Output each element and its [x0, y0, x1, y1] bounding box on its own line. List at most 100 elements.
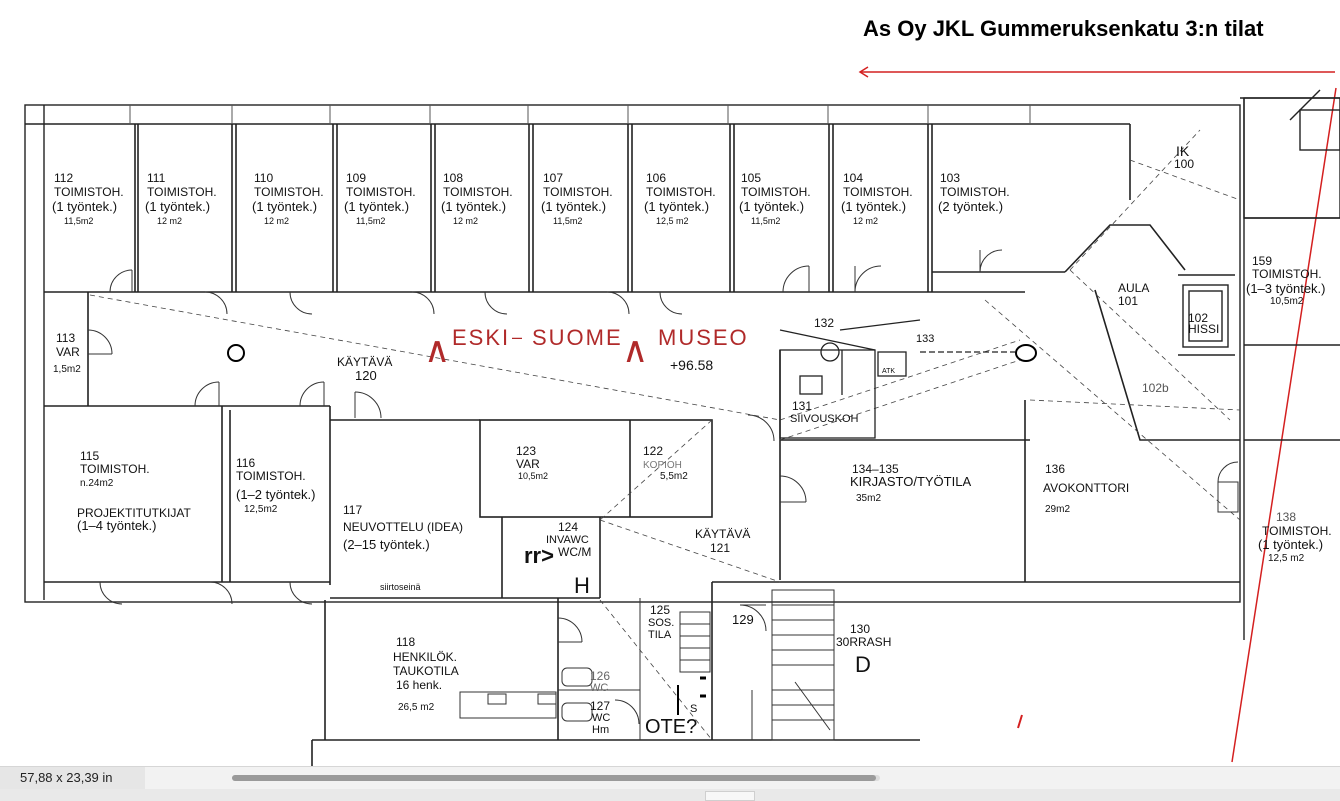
room-127-name2: Hm [592, 724, 609, 736]
room-116-detail: (1–2 työntek.) [236, 487, 316, 502]
corridor-121-num: 121 [710, 541, 730, 555]
room-132-id: 132 [814, 316, 834, 330]
room-124-sub: WC/M [558, 545, 591, 559]
room-127-name: WC [592, 712, 610, 724]
room-103-detail: (2 työntek.) [938, 199, 1003, 214]
room-133-id: 133 [916, 333, 934, 345]
room-122-name: KOPIOH [643, 460, 682, 471]
room-118-name: HENKILÖK. [393, 650, 457, 664]
status-bar: 57,88 x 23,39 in [0, 766, 1340, 801]
hand-marks [227, 344, 1037, 729]
room-122-id: 122 [643, 444, 663, 458]
elevation-label: +96.58 [670, 357, 713, 373]
room-136-id: 136 [1045, 462, 1065, 476]
room-136-area: 29m2 [1045, 504, 1070, 515]
staircase [679, 589, 835, 741]
room-112-area: 11,5m2 [64, 216, 93, 226]
room-104-id: 104 [843, 171, 863, 185]
room-125-name: SOS. [648, 617, 674, 629]
ik-label: IK [1176, 143, 1190, 159]
room-138-area: 12,5 m2 [1268, 553, 1305, 564]
room-110-id: 110 [254, 171, 273, 185]
room-103-name: TOIMISTOH. [940, 185, 1010, 199]
room-108-detail: (1 työntek.) [441, 199, 506, 214]
room-112-detail: (1 työntek.) [52, 199, 117, 214]
room-124-letter: H [574, 573, 590, 598]
aula-num: 101 [1118, 294, 1138, 308]
elevator-shaft [1178, 89, 1340, 441]
bottom-toolbar-strip [0, 789, 1340, 801]
room-106-detail: (1 työntek.) [644, 199, 709, 214]
room-125-id: 125 [650, 603, 670, 617]
room-108-name: TOIMISTOH. [443, 185, 513, 199]
room-107-id: 107 [543, 171, 563, 185]
room-138-id: 138 [1276, 510, 1296, 524]
outer-walls [24, 97, 1340, 640]
room-136-name: AVOKONTTORI [1043, 481, 1129, 495]
room-111-id: 111 [147, 171, 166, 185]
room-117-note: siirtoseinä [380, 582, 421, 592]
room-106-name: TOIMISTOH. [646, 185, 716, 199]
room-118-area: 26,5 m2 [398, 702, 435, 713]
room-124-name: INVAWC [546, 534, 589, 546]
room-117-name: NEUVOTTELU (IDEA) [343, 520, 463, 534]
room-116-area: 12,5m2 [244, 504, 278, 515]
museum-text-2: SUOME [532, 325, 623, 350]
room-134-id: 134–135 [852, 462, 899, 476]
room-117-detail: (2–15 työntek.) [343, 537, 430, 552]
room-110-detail: (1 työntek.) [252, 199, 317, 214]
room-115-detail: (1–4 työntek.) [77, 518, 157, 533]
svg-text:∧: ∧ [622, 329, 648, 370]
room-115-id: 115 [80, 449, 99, 463]
room-123-id: 123 [516, 444, 536, 458]
museum-text-3: MUSEO [658, 325, 749, 350]
room-111-detail: (1 työntek.) [145, 199, 210, 214]
office-partitions [44, 124, 1186, 293]
room-130-letter: D [855, 652, 871, 677]
room-124-id: 124 [558, 520, 578, 534]
museum-text-1: ESKI [452, 325, 510, 350]
room-159-name: TOIMISTOH. [1252, 267, 1322, 281]
room-116-name: TOIMISTOH. [236, 469, 306, 483]
museum-dash: – [512, 327, 522, 347]
room-123-area: 10,5m2 [518, 471, 548, 481]
document-viewer[interactable]: As Oy JKL Gummeruksenkatu 3:n tilat [0, 0, 1340, 766]
museum-logo: ∧ ESKI – SUOME ∧ MUSEO [424, 325, 749, 370]
room-115-name: TOIMISTOH. [80, 462, 150, 476]
window-ticks [129, 105, 1031, 124]
red-arrow-annotation [858, 66, 1337, 763]
room-111-name: TOIMISTOH. [147, 185, 217, 199]
door-swings-top [109, 249, 1003, 315]
document-title: As Oy JKL Gummeruksenkatu 3:n tilat [863, 16, 1264, 41]
horizontal-scrollbar[interactable] [232, 775, 880, 781]
hand-s: S [690, 703, 697, 715]
document-dimensions: 57,88 x 23,39 in [0, 767, 145, 789]
hand-ote: OTE? [645, 716, 697, 738]
aula-label: AULA [1118, 281, 1149, 295]
room-125-name2: TILA [648, 629, 672, 641]
corridor-walls [44, 289, 1240, 766]
room-116-id: 116 [236, 456, 255, 470]
room-labels: IK 100 AULA 101 102 HISSI 102b 159 TOIMI… [53, 143, 1332, 738]
horizontal-scrollbar-thumb[interactable] [232, 775, 876, 781]
corridor-121-name: KÄYTÄVÄ [695, 527, 750, 541]
room-111-area: 12 m2 [157, 216, 182, 226]
room-104-detail: (1 työntek.) [841, 199, 906, 214]
room-129-id: 129 [732, 612, 754, 627]
room-105-area: 11,5m2 [751, 216, 780, 226]
ik-num: 100 [1174, 157, 1194, 171]
room-117-id: 117 [343, 503, 362, 517]
room-103-id: 103 [940, 171, 960, 185]
room-159-area: 10,5m2 [1270, 296, 1304, 307]
room-102b-label: 102b [1142, 381, 1169, 395]
room-122-area: 5,5m2 [660, 471, 688, 482]
room-108-area: 12 m2 [453, 216, 478, 226]
room-109-area: 11,5m2 [356, 216, 385, 226]
room-109-name: TOIMISTOH. [346, 185, 416, 199]
room-105-name: TOIMISTOH. [741, 185, 811, 199]
room-108-id: 108 [443, 171, 463, 185]
room-123-name: VAR [516, 457, 540, 471]
atk-label: ATK [882, 368, 895, 375]
room-110-name: TOIMISTOH. [254, 185, 324, 199]
